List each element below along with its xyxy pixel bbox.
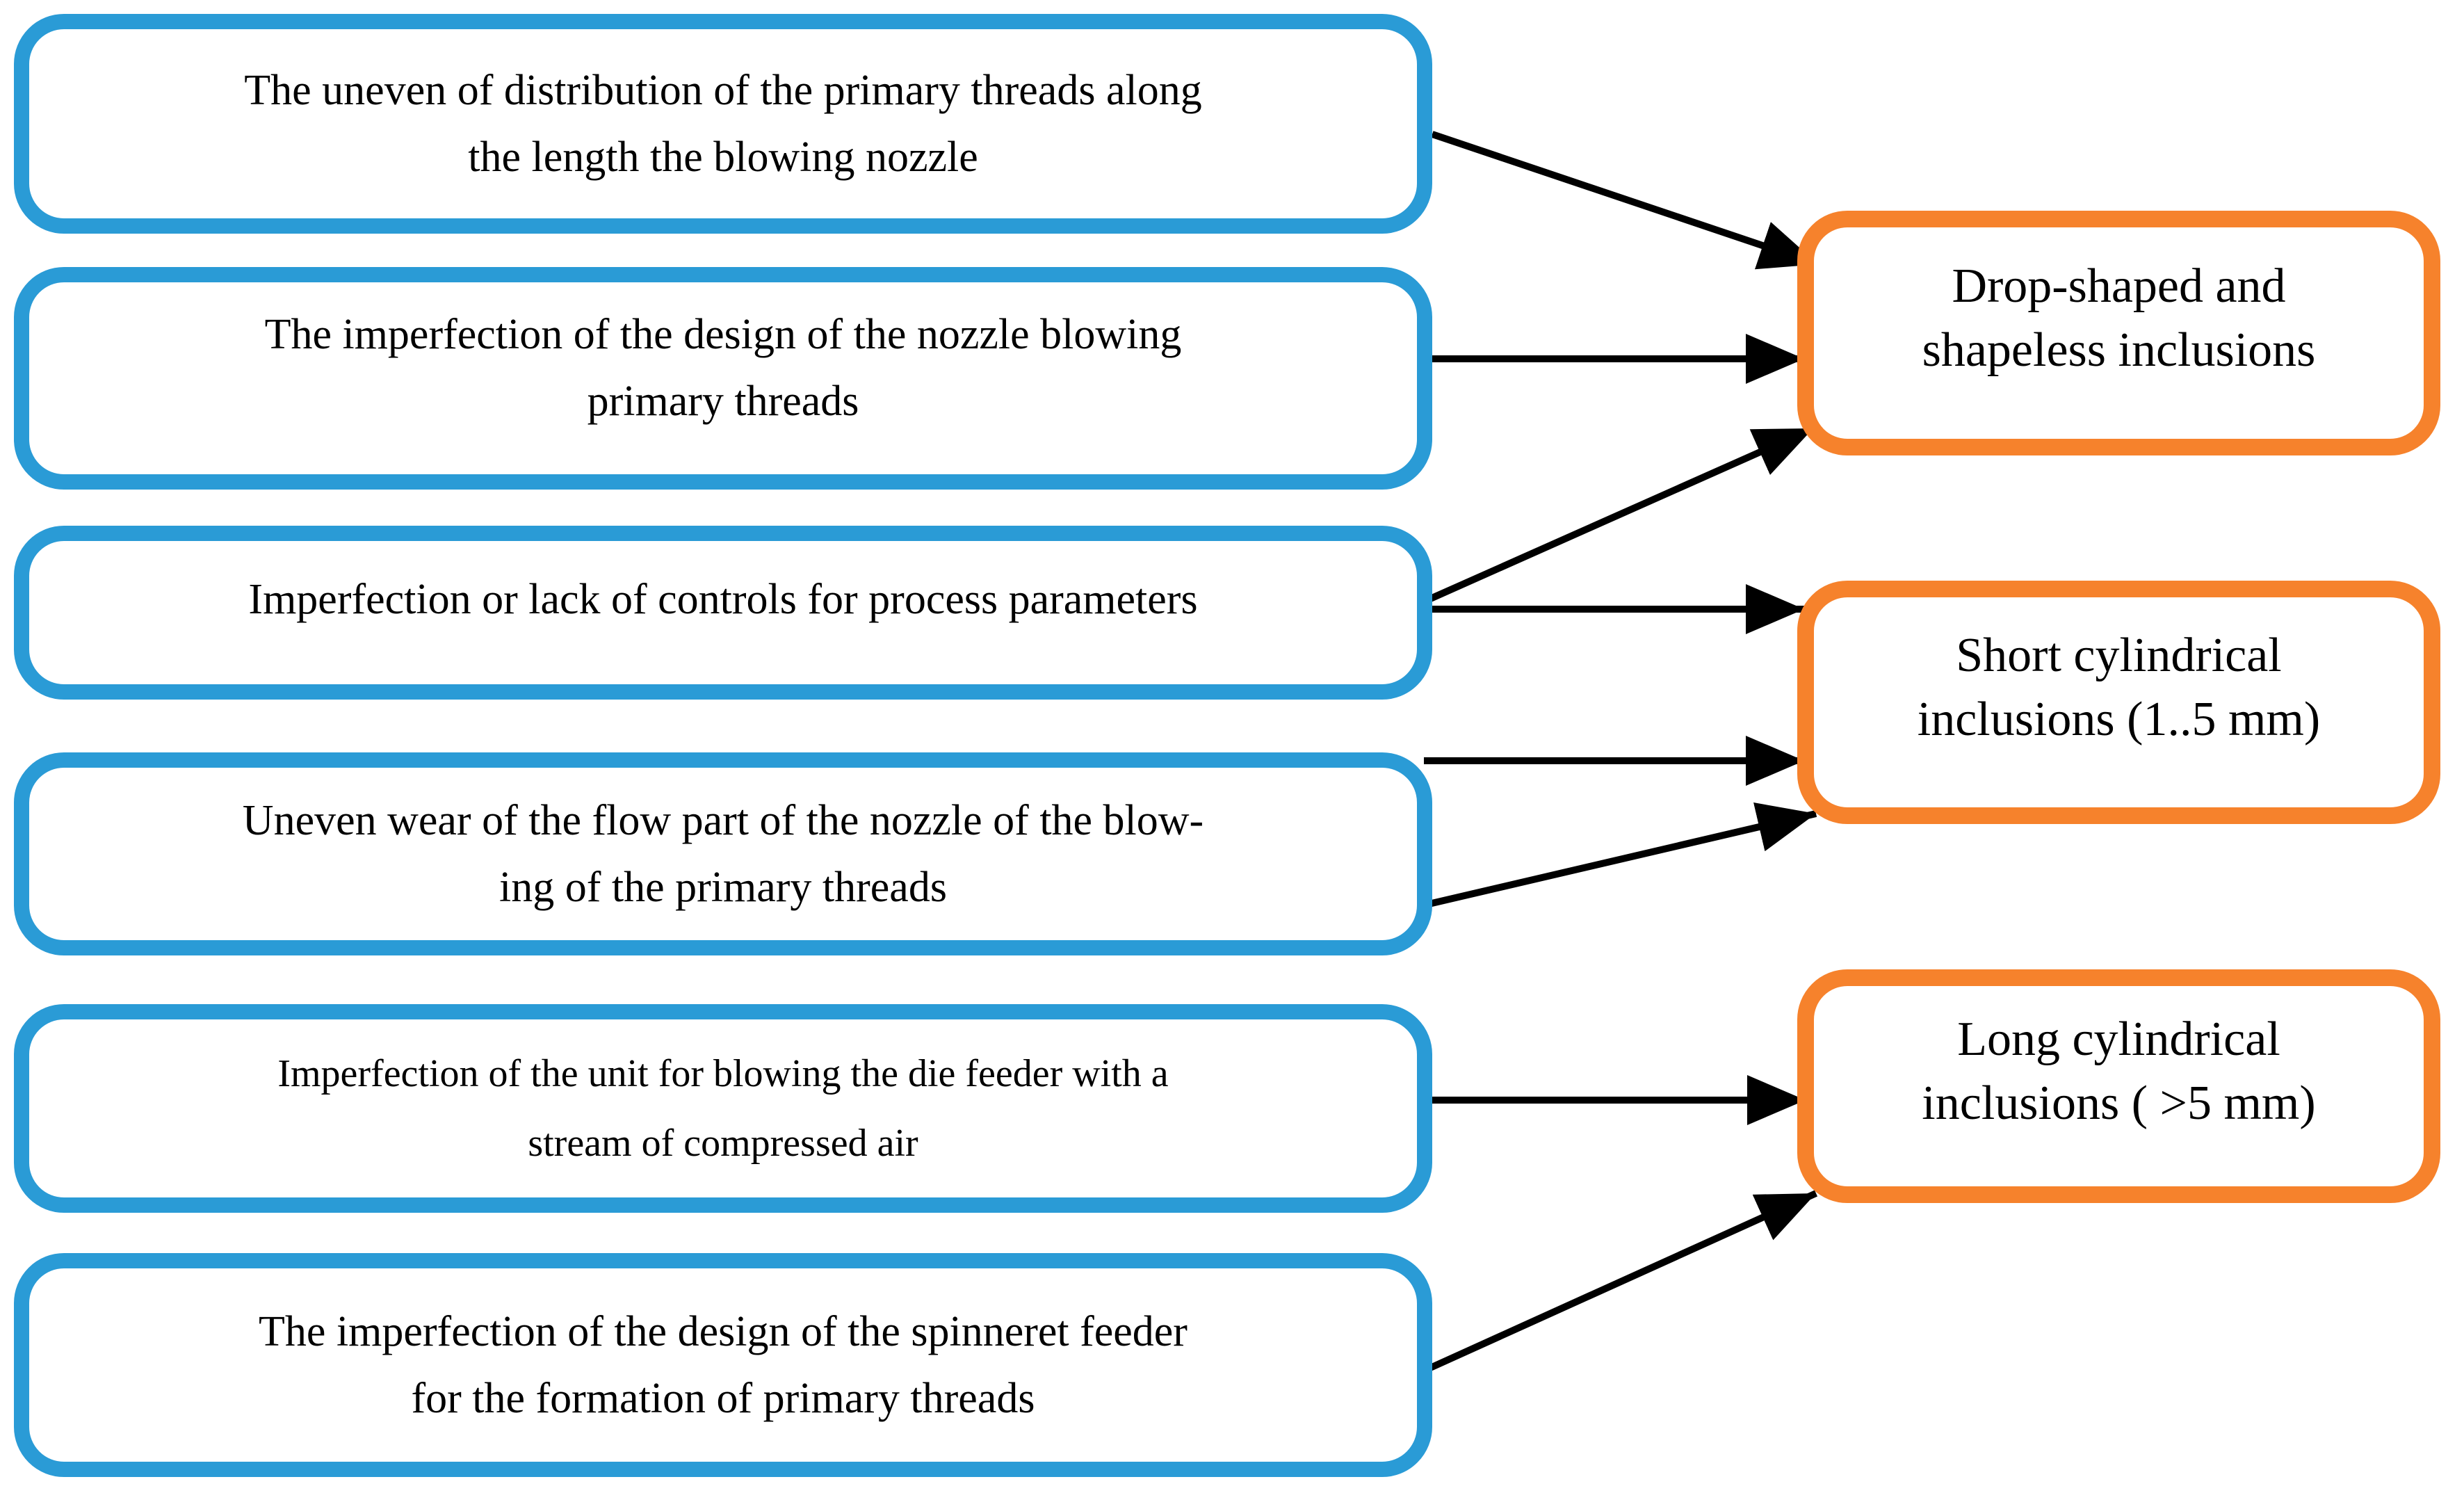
cause-box-uneven-distribution: The uneven of distribution of the primar… [14,14,1432,234]
arrow-cause6-effect3 [1427,1190,1818,1372]
effect-box-long-cylindrical-inclusions: Long cylindrical inclusions ( >5 mm) [1797,969,2440,1203]
cause-1-line-2: the length the blowing nozzle [468,134,978,181]
arrow-cause4-effect2-bottom [1427,802,1817,907]
cause-2-line-2: primary threads [587,378,859,425]
effect-2-line-1: Short cylindrical [1956,629,2282,682]
effect-box-short-cylindrical-inclusions: Short cylindrical inclusions (1..5 mm) [1797,581,2440,824]
effect-box-drop-shaped-inclusions: Drop-shaped and shapeless inclusions [1797,211,2440,455]
cause-4-line-2: ing of the primary threads [499,864,947,911]
cause-box-nozzle-design-imperfection: The imperfection of the design of the no… [14,267,1432,490]
arrow-cause3-effect1 [1427,425,1815,603]
cause-box-blowing-unit-imperfection: Imperfection of the unit for blowing the… [14,1004,1432,1213]
cause-3-line-1: Imperfection or lack of controls for pro… [248,576,1198,623]
cause-5-line-2: stream of compressed air [528,1122,918,1165]
cause-6-line-1: The imperfection of the design of the sp… [259,1308,1188,1355]
cause-2-line-1: The imperfection of the design of the no… [264,311,1182,358]
cause-1-line-1: The uneven of distribution of the primar… [244,67,1202,114]
effect-1-line-1: Drop-shaped and [1952,259,2286,313]
effect-2-line-2: inclusions (1..5 mm) [1917,693,2321,746]
effect-3-line-1: Long cylindrical [1957,1012,2280,1066]
cause-box-lack-of-controls: Imperfection or lack of controls for pro… [14,526,1432,700]
effect-3-line-2: inclusions ( >5 mm) [1922,1076,2316,1130]
cause-6-line-2: for the formation of primary threads [411,1375,1035,1422]
effect-1-line-2: shapeless inclusions [1922,323,2316,377]
cause-5-line-1: Imperfection of the unit for blowing the… [277,1052,1169,1095]
cause-box-uneven-wear: Uneven wear of the flow part of the nozz… [14,752,1432,955]
arrow-cause1-effect1 [1431,131,1819,270]
cause-box-spinneret-feeder-imperfection: The imperfection of the design of the sp… [14,1253,1432,1477]
cause-4-line-1: Uneven wear of the flow part of the nozz… [242,797,1204,844]
